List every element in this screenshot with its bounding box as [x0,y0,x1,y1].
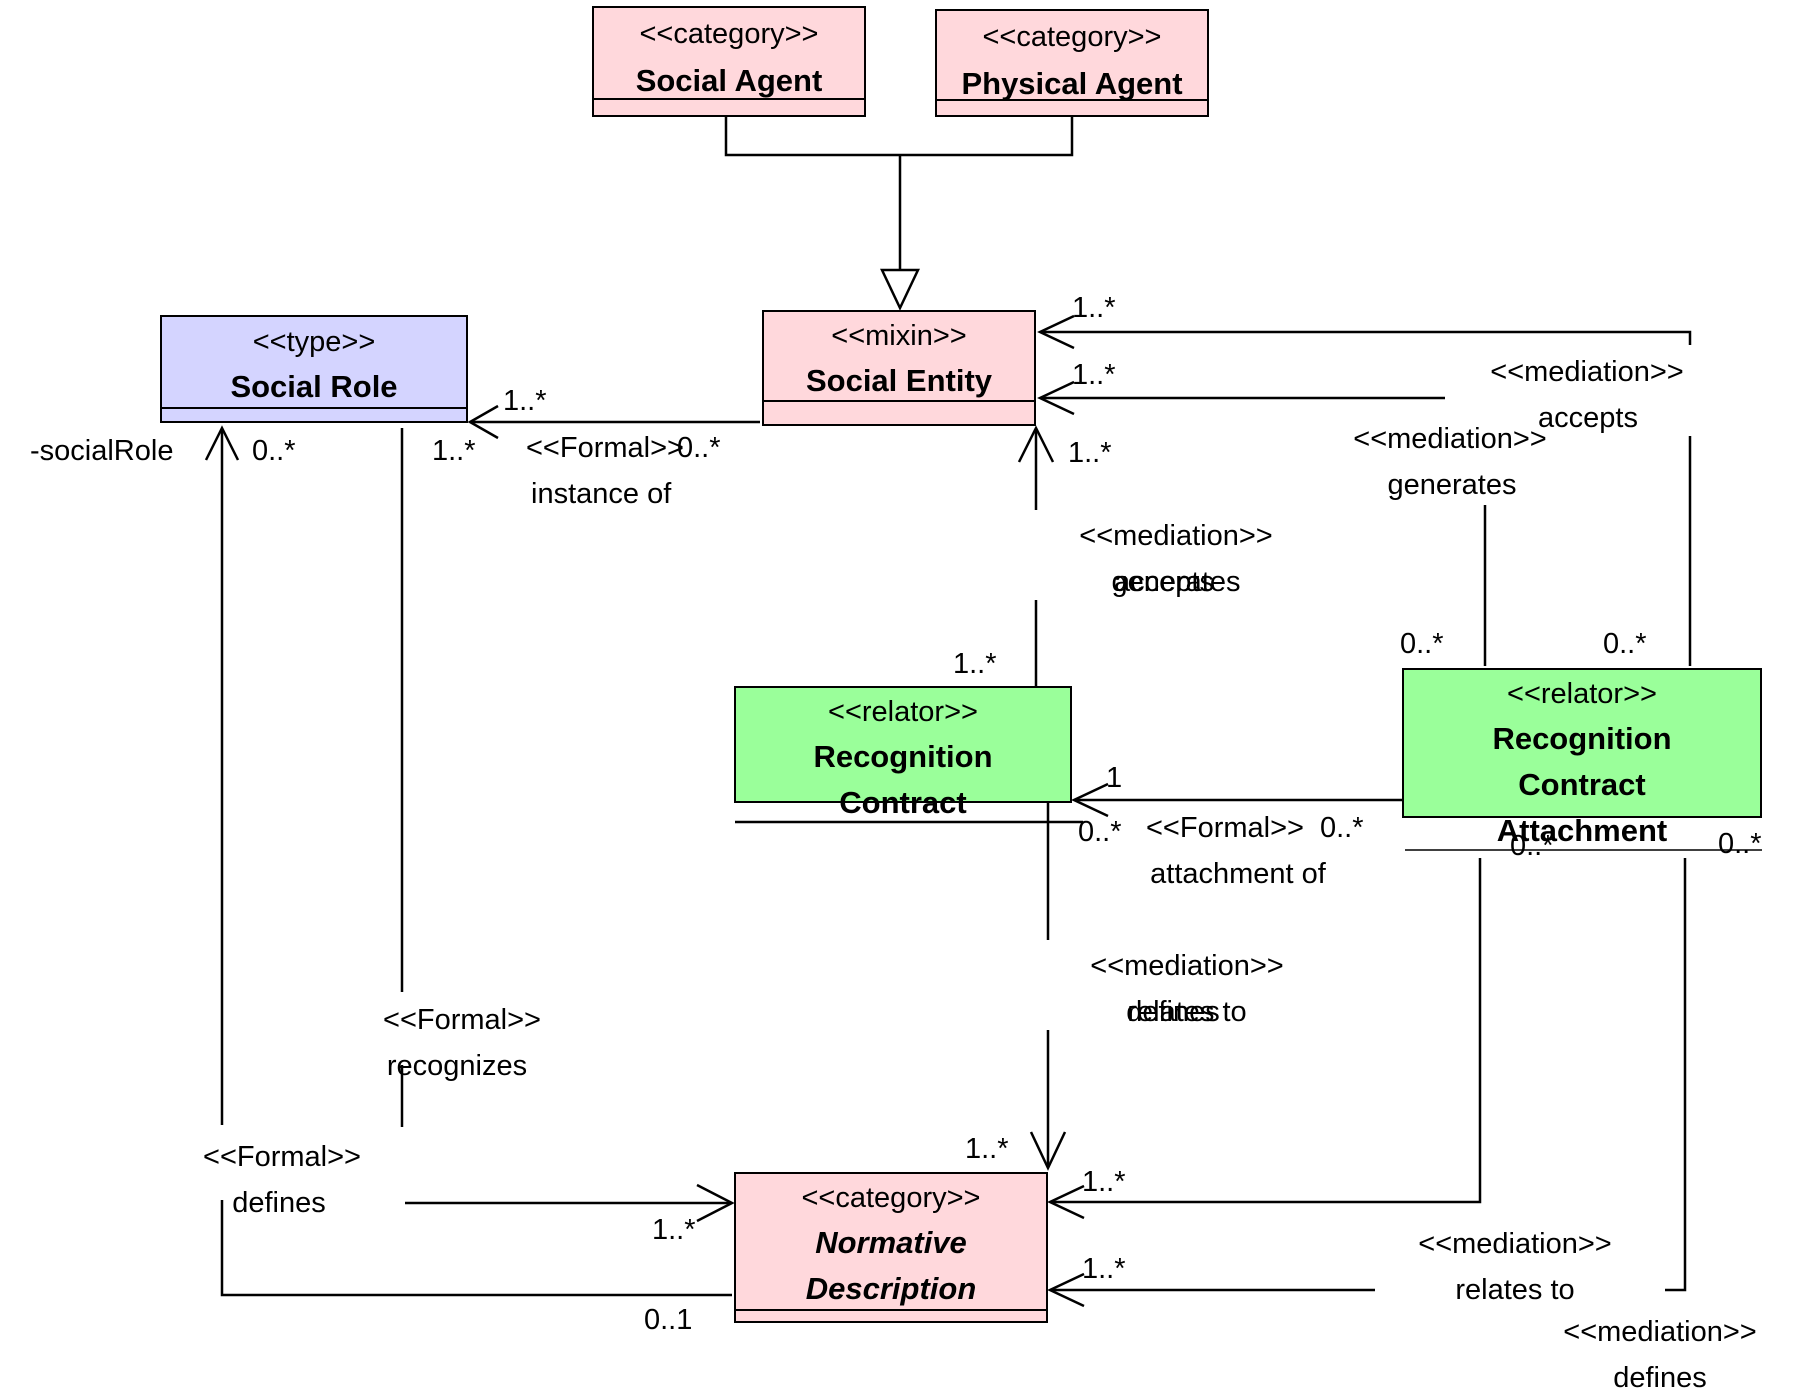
attachment-of-name: attachment of [1150,858,1326,890]
rca-defines-source-mult: 0..* [1718,828,1762,860]
rca-relates-source-mult: 0..* [1510,830,1554,862]
class-social-agent[interactable]: <<category>> Social Agent [592,6,866,117]
class-name: Physical Agent [961,66,1183,101]
class-recognition-contract[interactable]: <<relator>> Recognition Contract [734,686,1072,820]
generalization-physical-agent [900,117,1074,157]
class-name-line1: Recognition [1492,721,1672,756]
rc-relates-name: relates to [1127,996,1247,1028]
attribute-compartment [764,400,1034,402]
class-stereotype: <<mixin>> [831,320,967,352]
defines-formal-source-mult: 0..1 [644,1304,693,1336]
recognizes-name: recognizes [386,1050,528,1082]
instance-of-name: instance of [531,478,672,510]
class-physical-agent[interactable]: <<category>> Physical Agent [935,9,1209,117]
rca-relates-arrowhead [1047,1184,1085,1220]
class-name: Social Agent [635,63,823,98]
class-name-line2: Contract [839,785,967,820]
attachment-of-stereotype: <<Formal>> [1146,812,1304,844]
defines-formal-stereotype: <<Formal>> [203,1141,361,1173]
class-name-line3: Attachment [1496,813,1668,848]
class-social-role[interactable]: <<type>> Social Role [160,315,468,423]
social-role-end-role: -socialRole [30,435,174,467]
rc-accepts-target-mult: 1..* [1068,437,1112,469]
rc-accepts-source-mult: 1..* [953,648,997,680]
rca-generates-source-mult: 0..* [1400,628,1444,660]
rca-defines-target-mult: 1..* [1082,1253,1126,1285]
rca-accepts-stereotype: <<mediation>> [1490,356,1684,388]
rca-generates-target-mult: 1..* [1072,359,1116,391]
class-name-line2: Contract [1518,767,1646,802]
recognizes-stereotype: <<Formal>> [383,1004,541,1036]
attribute-compartment [937,99,1207,101]
instance-of-target-mult-2: 1..* [432,435,476,467]
class-normative-description[interactable]: <<category>> Normative Description [734,1172,1048,1323]
class-stereotype: <<category>> [982,21,1162,53]
social-role-arrowhead [204,425,240,461]
rca-generates-stereotype: <<mediation>> [1353,423,1547,455]
instance-of-target-mult: 1..* [503,385,547,417]
attachment-of-target-mult: 1 [1106,762,1123,794]
attachment-of-arrowhead [1071,782,1109,818]
class-name: Social Entity [805,363,993,398]
rc-defines-name: defines [1126,996,1220,1028]
class-stereotype: <<category>> [801,1182,981,1214]
class-name-line1: Normative [815,1225,967,1260]
rca-generates-arrowhead [1037,380,1075,416]
attribute-compartment [162,407,466,409]
attachment-of-extra-mult: 0..* [1078,816,1122,848]
rc-accepts-name: accepts [1114,566,1214,598]
class-stereotype: <<relator>> [1507,678,1657,710]
class-stereotype: <<relator>> [828,696,978,728]
instance-of-stereotype: <<Formal>> [526,432,684,464]
rc-accepts-stereotype: <<mediation>> [1079,520,1273,552]
recognizes-arrowhead [696,1183,735,1223]
rc-generates-name: generates [1111,566,1241,598]
rca-accepts-arrowhead [1037,314,1075,350]
class-name-line1: Recognition [813,739,993,774]
rca-accepts-name: accepts [1538,402,1638,434]
rc-relates-arrowhead [1029,1131,1067,1171]
instance-of-source-mult: 0..* [677,432,721,464]
attribute-compartment [594,98,864,100]
rca-generates-name: generates [1387,469,1517,501]
class-stereotype: <<type>> [252,326,376,358]
rca-defines-name: defines [1613,1362,1707,1394]
rca-accepts-line-upper [1040,330,1692,345]
rc-relates-target-mult: 1..* [965,1133,1009,1165]
class-stereotype: <<category>> [639,18,819,50]
class-social-entity[interactable]: <<mixin>> Social Entity [762,310,1036,426]
rca-relates-line [1050,858,1482,1204]
rca-relates-name: relates to [1455,1274,1575,1306]
rca-relates-stereotype: <<mediation>> [1418,1228,1612,1260]
defines-formal-target-mult: 1..* [652,1214,696,1246]
rc-relates-stereotype: <<mediation>> [1090,950,1284,982]
generalization-social-agent [724,117,900,157]
attachment-of-source-mult: 0..* [1320,812,1364,844]
rca-defines-arrowhead [1047,1272,1085,1308]
class-name-line2: Description [805,1271,977,1306]
rca-accepts-source-mult: 0..* [1603,628,1647,660]
defines-formal-line [220,1200,732,1297]
rca-defines-line-right [1665,858,1687,1292]
rca-accepts-target-mult: 1..* [1072,292,1116,324]
generalization-arrowhead [880,268,920,311]
rca-relates-target-mult: 1..* [1082,1166,1126,1198]
defines-formal-name: defines [232,1187,326,1219]
class-recognition-contract-attachment[interactable]: <<relator>> Recognition Contract Attachm… [1402,668,1762,848]
instance-of-arrowhead [467,404,499,440]
rca-defines-stereotype: <<mediation>> [1563,1316,1757,1348]
attribute-compartment [736,1309,1046,1311]
rc-accepts-arrowhead [1017,425,1055,463]
social-role-end-mult: 0..* [252,435,296,467]
class-name: Social Role [230,369,398,404]
